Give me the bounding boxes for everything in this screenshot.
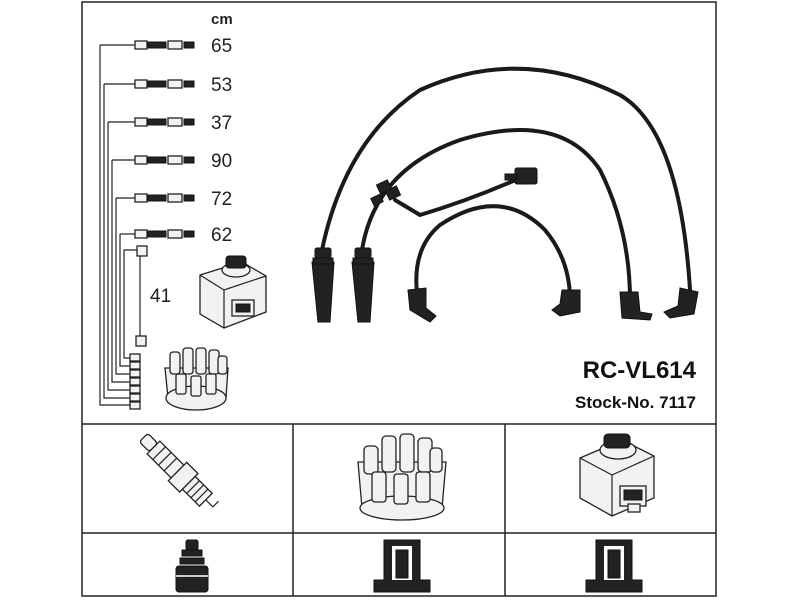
lead-row-3: 37 (108, 113, 232, 134)
lead-length-label: 90 (211, 151, 232, 172)
distributor-cap-icon (357, 433, 447, 521)
connector-profile-icon (373, 539, 431, 593)
spark-plug-boot (351, 247, 375, 323)
lead-length-label: 62 (211, 225, 232, 246)
connector-terminal (504, 167, 538, 185)
angled-boot (551, 289, 581, 317)
lead-row-5: 72 (116, 189, 232, 210)
lead-row-7: 41 (123, 245, 171, 347)
spark-plug-boot (311, 247, 335, 323)
lead-length-label: 41 (150, 286, 171, 307)
lead-row-1: 65 (100, 36, 232, 57)
lead-length-label: 72 (211, 189, 232, 210)
product-code: RC-VL614 (583, 357, 697, 384)
terminal-stack (129, 353, 141, 410)
drawing-frame (81, 1, 717, 597)
lead-length-label: 65 (211, 36, 232, 57)
angled-boot (663, 287, 699, 319)
lead-row-2: 53 (104, 75, 232, 96)
spark-plug-icon (139, 433, 219, 508)
lead-length-label: 37 (211, 113, 232, 134)
length-schematic: 65 53 37 90 (99, 36, 267, 411)
unit-label: cm (211, 11, 233, 28)
lead-length-label: 53 (211, 75, 232, 96)
distributor-cap-icon (164, 347, 229, 411)
lead-row-4: 90 (112, 151, 232, 172)
connector-profile-icon (585, 539, 643, 593)
stock-number: Stock-No. 7117 (575, 393, 696, 412)
angled-boot (619, 291, 653, 321)
ignition-leads-drawing (311, 66, 699, 323)
plug-terminal-icon (175, 539, 209, 593)
ignition-coil-icon (579, 433, 655, 517)
lead-row-6: 62 (120, 225, 232, 246)
angled-boot (407, 287, 437, 323)
ignition-coil-icon (199, 255, 267, 329)
wire-clip (370, 179, 402, 207)
